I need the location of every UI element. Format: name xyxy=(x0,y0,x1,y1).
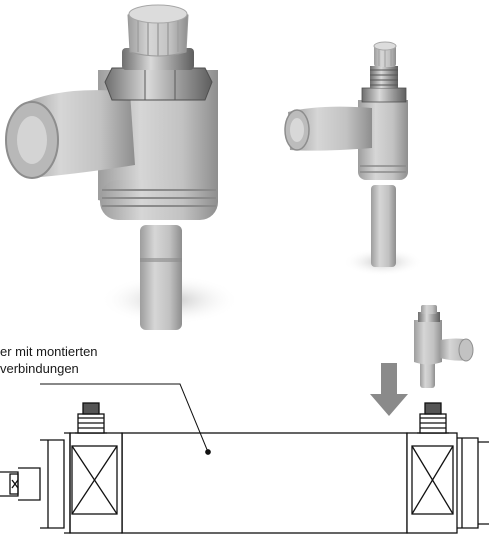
left-port-fitting xyxy=(75,402,107,434)
caption-line-1: er mit montierten xyxy=(0,344,98,359)
left-end-cap xyxy=(0,432,123,534)
large-fitting-stem xyxy=(140,225,182,330)
cylinder-caption: er mit montierten verbindungen xyxy=(0,343,200,377)
small-flow-control-fitting xyxy=(284,41,423,276)
caption-line-2: verbindungen xyxy=(0,361,79,376)
large-fitting-hex-nut xyxy=(104,67,213,101)
right-end-cap xyxy=(406,432,489,534)
large-flow-control-fitting xyxy=(5,4,240,330)
cylinder-barrel xyxy=(121,432,408,534)
pneumatic-cylinder-drawing xyxy=(0,383,489,534)
down-arrow-icon xyxy=(370,363,408,416)
caption-leader-line xyxy=(40,383,209,453)
small-fitting-stem xyxy=(371,185,396,267)
right-port-fitting xyxy=(417,402,449,434)
mini-flow-control-fitting xyxy=(414,305,474,388)
